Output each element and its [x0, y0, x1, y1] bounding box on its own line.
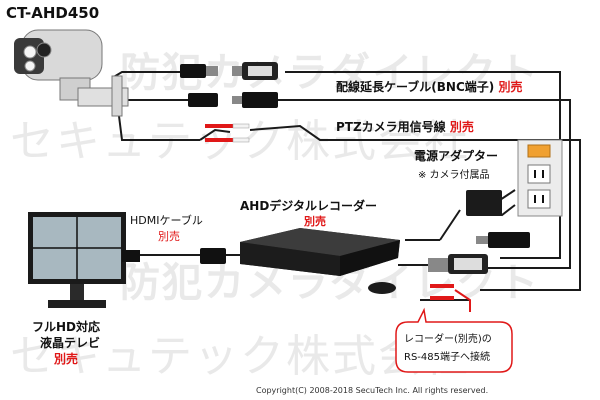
bnc-cable-note: 別売 [498, 80, 523, 94]
ptz-cable-line [249, 124, 581, 291]
ptz-camera [14, 29, 129, 117]
recorder-label: AHDデジタルレコーダー [240, 199, 378, 213]
power-adapter-label: 電源アダプター [414, 149, 499, 163]
callout-bubble [395, 307, 513, 373]
bnc-connector-cable-side [232, 62, 278, 80]
watermark-line4: セキュテック株式会社 [10, 331, 470, 382]
ptz-cable-text: PTZカメラ用信号線 [336, 120, 446, 134]
hdmi-plug-recorder-side [200, 248, 226, 264]
hdmi-plug-tv-side [122, 250, 140, 262]
lcd-tv [28, 212, 126, 308]
hdmi-cable-label: HDMIケーブル [130, 214, 203, 227]
bnc-connector-camera-side [180, 64, 218, 78]
callout-line2: RS-485端子へ接続 [404, 352, 490, 363]
callout-line1: レコーダー(別売)の [404, 334, 492, 345]
power-jack-cable-side [232, 92, 278, 108]
bnc-cable-line-2 [278, 99, 571, 269]
power-plug-camera-side [188, 93, 218, 107]
rs485-wires [430, 284, 454, 300]
bnc-cable-label: 配線延長ケーブル(BNC端子) 別売 [336, 78, 522, 95]
ahd-recorder [240, 228, 400, 294]
wall-outlet [517, 139, 563, 217]
recorder-note: 別売 [304, 215, 326, 228]
ptz-signal-wires [205, 123, 250, 143]
bnc-cable-text: 配線延長ケーブル(BNC端子) [336, 80, 495, 94]
tv-label-line1: フルHD対応 [32, 320, 101, 334]
bnc-connector-recorder [428, 254, 488, 274]
ptz-cable-label: PTZカメラ用信号線 別売 [336, 118, 474, 135]
tv-label-note: 別売 [54, 352, 79, 366]
dc-plug-to-camera [476, 232, 530, 248]
power-adapter [466, 190, 502, 216]
cable-lines [111, 71, 581, 312]
tv-label-line2: 液晶テレビ [40, 336, 101, 350]
ptz-cable-note: 別売 [449, 120, 474, 134]
copyright: Copyright(C) 2008-2018 SecuTech Inc. All… [256, 386, 489, 395]
product-title: CT-AHD450 [6, 4, 100, 22]
power-adapter-note: ※ カメラ付属品 [418, 170, 490, 181]
hdmi-cable-note: 別売 [158, 230, 180, 243]
